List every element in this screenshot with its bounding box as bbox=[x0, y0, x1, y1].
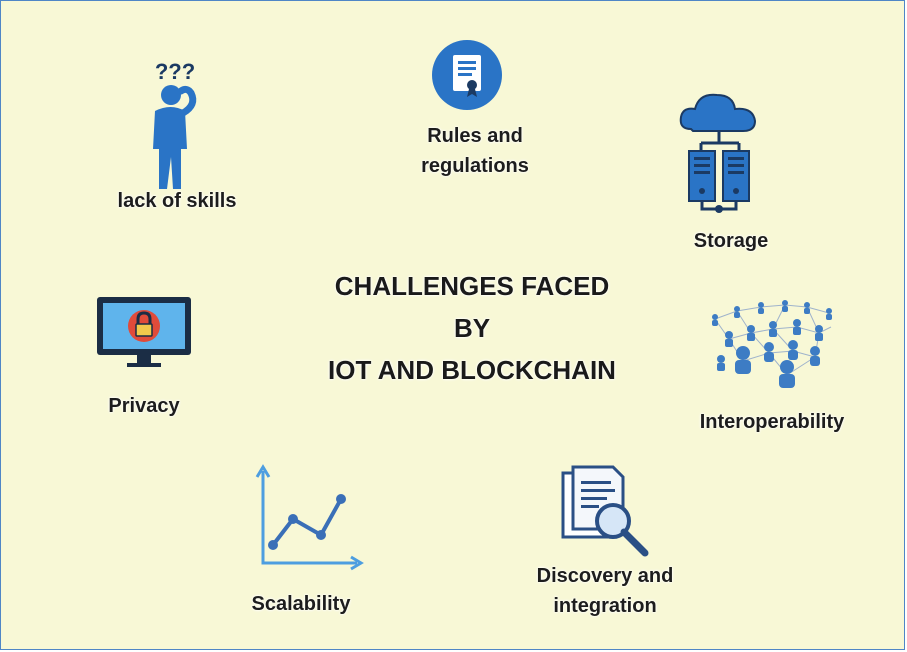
label-scalability: Scalability bbox=[251, 593, 351, 615]
diagram-title: CHALLENGES FACED BY IOT AND BLOCKCHAIN bbox=[301, 265, 643, 391]
document-search-icon bbox=[561, 465, 649, 557]
label-discovery-and-integration: Discovery and integration bbox=[523, 561, 687, 621]
label-storage: Storage bbox=[693, 230, 769, 252]
label-interoperability: Interoperability bbox=[699, 411, 845, 433]
people-network-icon bbox=[712, 300, 832, 388]
label-discovery-line-1: Discovery and bbox=[536, 565, 674, 587]
label-rules-line-2: regulations bbox=[421, 155, 529, 177]
growth-chart-icon bbox=[255, 464, 364, 571]
label-rules-and-regulations: Rules and regulations bbox=[405, 121, 545, 181]
title-line-1: CHALLENGES FACED bbox=[334, 271, 610, 301]
label-lack-of-skills: lack of skills bbox=[117, 190, 237, 212]
title-line-3: IOT AND BLOCKCHAIN bbox=[328, 355, 616, 385]
title-line-2: BY bbox=[453, 313, 491, 343]
monitor-lock-icon bbox=[97, 297, 191, 367]
confused-person-icon: ??? bbox=[153, 59, 197, 189]
cloud-server-icon bbox=[679, 93, 757, 213]
label-discovery-line-2: integration bbox=[553, 595, 657, 617]
label-rules-line-1: Rules and bbox=[427, 125, 523, 147]
document-certificate-icon bbox=[432, 40, 502, 110]
question-marks: ??? bbox=[155, 59, 195, 84]
label-privacy: Privacy bbox=[108, 395, 180, 417]
